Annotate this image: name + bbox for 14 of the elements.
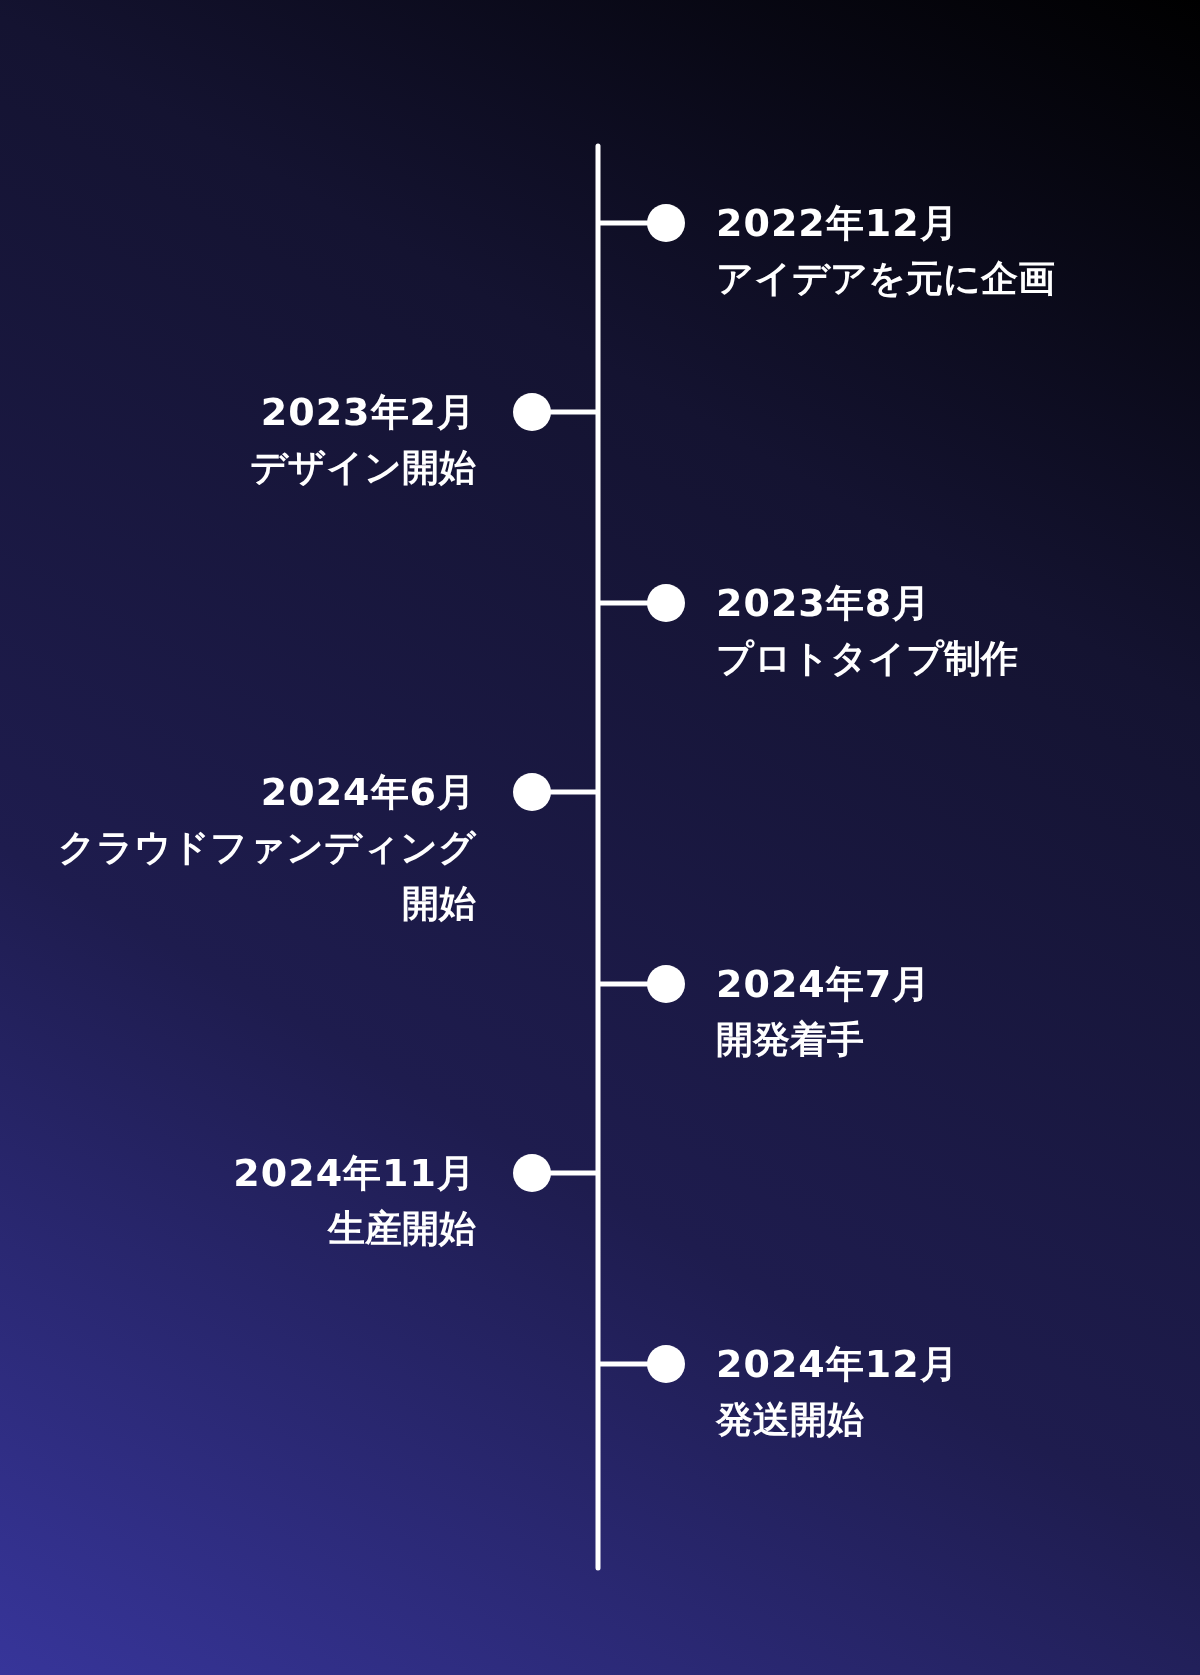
event-date: 2022年12月 — [716, 200, 959, 247]
event-description: アイデアを元に企画 — [716, 256, 1055, 302]
event-date: 2024年11月 — [233, 1150, 476, 1197]
event-description: デザイン開始 — [249, 445, 476, 491]
event-description: クラウドファンディング開始 — [57, 825, 476, 927]
event-description: 生産開始 — [326, 1206, 476, 1252]
event-description: 開発着手 — [716, 1017, 864, 1063]
event-description: 発送開始 — [716, 1397, 864, 1443]
event-date: 2024年7月 — [716, 961, 932, 1008]
event-date: 2023年8月 — [716, 580, 932, 627]
event-description: プロトタイプ制作 — [716, 636, 1018, 682]
event-date: 2024年12月 — [716, 1341, 959, 1388]
event-date: 2023年2月 — [260, 389, 476, 436]
event-date: 2024年6月 — [260, 769, 476, 816]
